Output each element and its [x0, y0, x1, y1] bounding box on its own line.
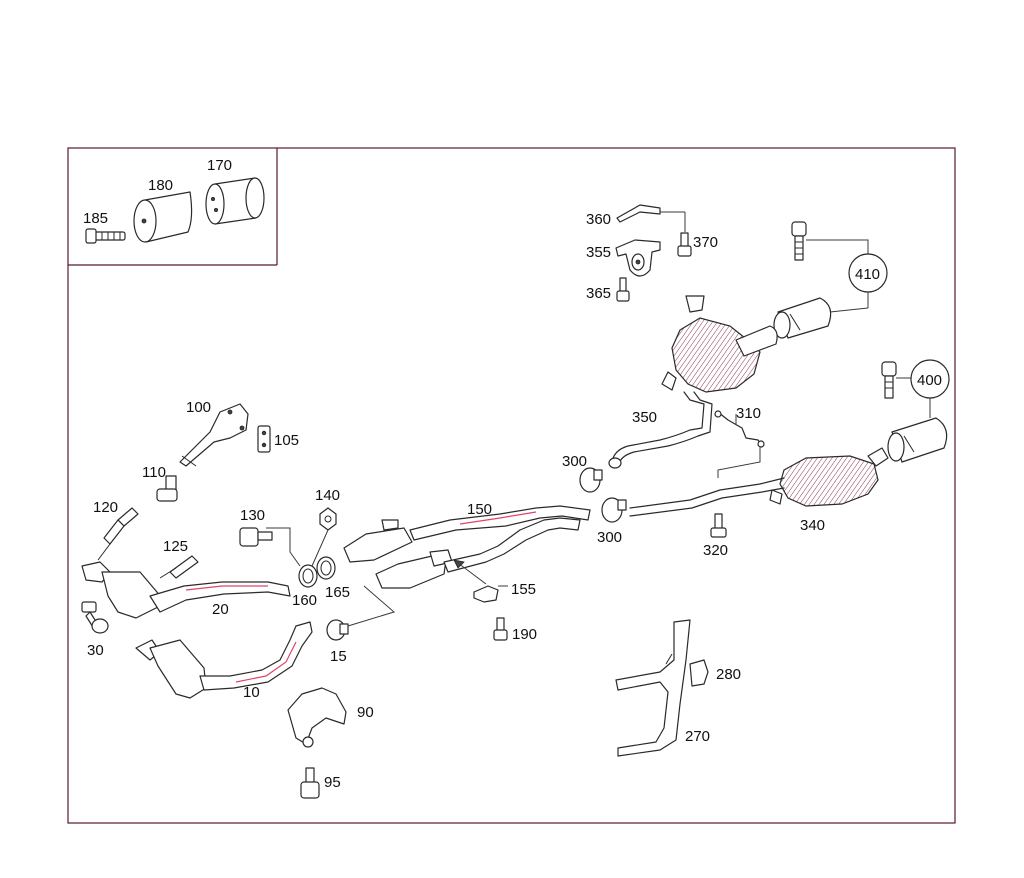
label-130: 130: [240, 507, 265, 524]
label-140: 140: [315, 487, 340, 504]
label-360: 360: [586, 211, 611, 228]
label-125: 125: [163, 538, 188, 555]
part-160-gasket[interactable]: [298, 564, 318, 588]
part-370-bolt[interactable]: [677, 232, 692, 257]
label-300-upper: 300: [562, 453, 587, 470]
label-95: 95: [324, 774, 341, 791]
part-140-nut[interactable]: [319, 507, 337, 531]
label-355: 355: [586, 244, 611, 261]
label-160: 160: [292, 592, 317, 609]
label-90: 90: [357, 704, 374, 721]
label-340: 340: [800, 517, 825, 534]
part-185-bolt[interactable]: [85, 228, 126, 244]
part-110-bolt[interactable]: [156, 475, 178, 502]
label-170: 170: [207, 157, 232, 174]
diagram-border: [67, 147, 956, 824]
part-340-rear-muffler-right[interactable]: [629, 447, 889, 517]
part-350-rear-muffler-left[interactable]: [608, 295, 778, 469]
leader-15: [347, 585, 396, 627]
label-270: 270: [685, 728, 710, 745]
part-320-bolt[interactable]: [710, 513, 727, 538]
part-190-bolt[interactable]: [493, 617, 508, 641]
highlight-pipe-10: [235, 641, 297, 683]
part-400-tailpipe-tip[interactable]: [887, 417, 948, 463]
part-150-middle-pipe[interactable]: [343, 505, 591, 589]
part-100-bracket[interactable]: [179, 403, 249, 467]
part-125-sensor[interactable]: [159, 555, 199, 579]
part-30-bolt[interactable]: [81, 601, 109, 634]
label-185: 185: [83, 210, 108, 227]
leader-310-hook: [717, 446, 761, 478]
part-180-sleeve[interactable]: [133, 191, 193, 243]
label-350: 350: [632, 409, 657, 426]
part-410-tailpipe-tip[interactable]: [773, 297, 832, 339]
part-165-gasket[interactable]: [316, 556, 336, 580]
label-400: 400: [917, 372, 942, 389]
part-410-bolt[interactable]: [791, 221, 807, 261]
part-280-isolator[interactable]: [689, 659, 709, 687]
arrow-155-head: [453, 559, 465, 569]
label-10: 10: [243, 684, 260, 701]
highlight-pipe-20: [185, 585, 268, 591]
part-15-clamp[interactable]: [326, 619, 349, 641]
leader-410-tip: [829, 307, 869, 313]
part-400-bolt[interactable]: [881, 361, 897, 399]
part-10-catalytic-converter[interactable]: [135, 621, 313, 699]
part-270-crossmember[interactable]: [615, 619, 691, 757]
part-170-cylinder[interactable]: [205, 177, 265, 225]
highlight-pipe-150: [459, 511, 537, 525]
label-300-lower: 300: [597, 529, 622, 546]
label-100: 100: [186, 399, 211, 416]
label-180: 180: [148, 177, 173, 194]
label-155: 155: [511, 581, 536, 598]
part-310-hanger[interactable]: [714, 410, 765, 448]
part-300-clamp-lower[interactable]: [601, 497, 627, 523]
part-95-bolt[interactable]: [300, 767, 320, 799]
label-165: 165: [325, 584, 350, 601]
leader-140: [311, 529, 329, 567]
label-150: 150: [467, 501, 492, 518]
part-360-bracket[interactable]: [616, 204, 661, 223]
part-90-heat-shield[interactable]: [287, 687, 347, 748]
label-320: 320: [703, 542, 728, 559]
callout-400-circle: [910, 359, 950, 399]
label-20: 20: [212, 601, 229, 618]
leader-410-bolt: [806, 239, 869, 254]
label-110: 110: [142, 464, 166, 481]
label-190: 190: [512, 626, 537, 643]
label-365: 365: [586, 285, 611, 302]
label-410: 410: [855, 266, 880, 283]
callout-410-circle: [848, 253, 888, 293]
label-310: 310: [736, 405, 761, 422]
part-365-screw[interactable]: [616, 277, 630, 302]
part-130-bolt[interactable]: [239, 527, 273, 547]
part-355-rubber-mount[interactable]: [615, 239, 661, 277]
label-105: 105: [274, 432, 299, 449]
label-30: 30: [87, 642, 104, 659]
label-120: 120: [93, 499, 118, 516]
part-20-catalytic-converter[interactable]: [81, 561, 291, 619]
part-105-plate[interactable]: [257, 425, 271, 453]
leader-130-gasket: [266, 527, 301, 567]
label-15: 15: [330, 648, 347, 665]
label-370: 370: [693, 234, 718, 251]
part-155-bracket[interactable]: [473, 585, 499, 603]
part-300-clamp-upper[interactable]: [579, 467, 603, 493]
label-280: 280: [716, 666, 741, 683]
part-120-sensor[interactable]: [97, 507, 139, 561]
